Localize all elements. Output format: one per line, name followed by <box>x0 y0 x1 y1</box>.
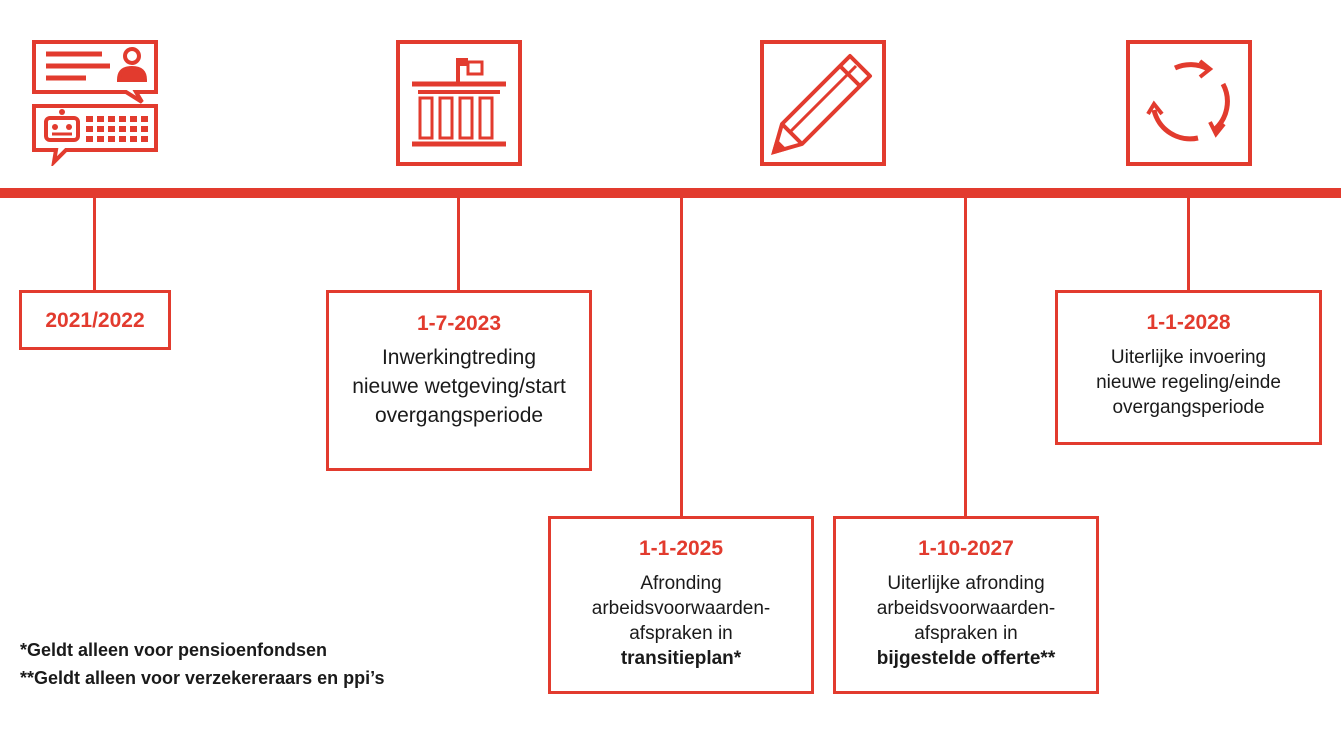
milestone-box-2028: 1-1-2028 Uiterlijke invoering nieuwe reg… <box>1055 290 1322 445</box>
milestone-box-2027: 1-10-2027 Uiterlijke afronding arbeidsvo… <box>833 516 1099 694</box>
milestone-date: 1-1-2025 <box>638 537 724 560</box>
milestone-desc-line: Uiterlijke afronding <box>887 573 1045 594</box>
milestone-box-2023: 1-7-2023 Inwerkingtreding nieuwe wetgevi… <box>326 290 592 471</box>
timeline-bar <box>0 188 1341 198</box>
timeline-stem <box>457 196 460 292</box>
milestone-desc-line: overgangsperiode <box>374 404 544 427</box>
milestone-desc-bold: bijgestelde offerte** <box>876 648 1056 669</box>
footnote: *Geldt alleen voor pensioenfondsen <box>20 640 328 660</box>
footnotes: *Geldt alleen voor pensioenfondsen **Gel… <box>20 636 385 692</box>
timeline-stem <box>93 196 96 292</box>
parliament-building-icon <box>396 40 522 166</box>
milestone-desc-line: nieuwe regeling/einde <box>1096 372 1281 393</box>
timeline-stem <box>964 196 967 518</box>
milestone-desc-line: afspraken in <box>629 623 733 644</box>
pencil-icon <box>760 40 886 166</box>
chat-bot-icon <box>30 38 162 166</box>
milestone-desc-line: Afronding <box>640 573 722 594</box>
timeline-stem <box>1187 196 1190 292</box>
milestone-desc-line: arbeidsvoorwaarden- <box>876 598 1056 619</box>
footnote: **Geldt alleen voor verzekereraars en pp… <box>20 668 385 688</box>
milestone-desc-line: nieuwe wetgeving/start <box>352 375 566 398</box>
milestone-desc-line: afspraken in <box>914 623 1018 644</box>
milestone-date: 1-10-2027 <box>918 537 1014 560</box>
milestone-date: 1-7-2023 <box>416 312 502 335</box>
milestone-box-2025: 1-1-2025 Afronding arbeidsvoorwaarden- a… <box>548 516 814 694</box>
milestone-desc-line: arbeidsvoorwaarden- <box>591 598 771 619</box>
refresh-cycle-icon <box>1126 40 1252 166</box>
milestone-date: 1-1-2028 <box>1146 311 1231 334</box>
milestone-desc-line: Inwerkingtreding <box>381 346 537 369</box>
milestone-date: 2021/2022 <box>45 309 145 332</box>
timeline-stem <box>680 196 683 518</box>
milestone-box-2021: 2021/2022 <box>19 290 171 350</box>
milestone-desc-bold: transitieplan* <box>620 648 742 669</box>
milestone-desc-line: overgangsperiode <box>1112 397 1265 418</box>
milestone-desc-line: Uiterlijke invoering <box>1110 347 1267 368</box>
